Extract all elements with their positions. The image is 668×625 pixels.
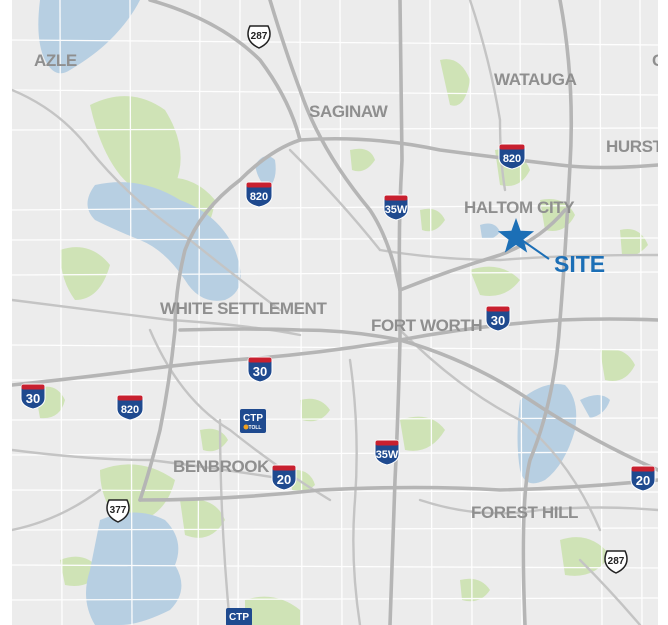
star-icon[interactable] bbox=[497, 218, 535, 253]
interstate-35w-north-label: 35W bbox=[385, 204, 408, 216]
interstate-35w-north-shield: 35W bbox=[383, 194, 409, 221]
interstate-20-central-shield: 20 bbox=[271, 464, 297, 491]
city-fort-worth: FORT WORTH bbox=[371, 316, 482, 335]
us-377-label: 377 bbox=[110, 505, 127, 516]
interstate-35w-south-label: 35W bbox=[376, 449, 399, 461]
interstate-30-east-shield: 30 bbox=[485, 305, 511, 332]
interstate-820-sw-label: 820 bbox=[121, 404, 139, 416]
us-287-southeast-shield: 287 bbox=[604, 550, 628, 574]
us-377-shield: 377 bbox=[106, 499, 130, 523]
interstate-820-ne-shield: 820 bbox=[498, 143, 526, 170]
ctp-toll-shield: CTP TOLL bbox=[240, 409, 266, 433]
city-saginaw: SAGINAW bbox=[309, 102, 389, 121]
city-forest-hill: FOREST HILL bbox=[471, 503, 578, 522]
city-watauga: WATAUGA bbox=[494, 70, 577, 89]
interstate-30-east-label: 30 bbox=[491, 313, 505, 328]
ctp-toll-label: TOLL bbox=[249, 425, 262, 431]
us-287-north-shield: 287 bbox=[247, 25, 271, 49]
interstate-820-nw-shield: 820 bbox=[245, 181, 273, 208]
city-benbrook: BENBROOK bbox=[173, 457, 270, 476]
city-haltom-city: HALTOM CITY bbox=[464, 198, 575, 217]
street-grid bbox=[12, 0, 658, 625]
interstate-20-east-shield: 20 bbox=[630, 465, 656, 492]
major-roads bbox=[12, 0, 658, 625]
ctp-shield-bottom: CTP bbox=[226, 608, 252, 625]
site-label: SITE bbox=[554, 251, 605, 277]
city-edge-c: C bbox=[652, 51, 664, 70]
interstate-30-west-shield: 30 bbox=[20, 383, 46, 410]
water-bodies bbox=[38, 0, 610, 625]
city-hurst: HURST bbox=[606, 137, 664, 156]
us-287-north-label: 287 bbox=[251, 31, 268, 42]
interstate-35w-south-shield: 35W bbox=[374, 439, 400, 466]
city-white-settlement: WHITE SETTLEMENT bbox=[160, 299, 327, 318]
interstate-30-central-shield: 30 bbox=[247, 356, 273, 383]
interstate-20-central-label: 20 bbox=[277, 472, 291, 487]
interstate-20-east-label: 20 bbox=[636, 473, 650, 488]
interstate-820-nw-label: 820 bbox=[250, 191, 268, 203]
city-azle: AZLE bbox=[34, 51, 77, 70]
interstate-820-sw-shield: 820 bbox=[116, 394, 144, 421]
interstate-820-ne-label: 820 bbox=[503, 153, 521, 165]
interstate-30-central-label: 30 bbox=[253, 364, 267, 379]
ctp-bottom-label: CTP bbox=[229, 612, 249, 623]
interstate-30-west-label: 30 bbox=[26, 391, 40, 406]
ctp-label: CTP bbox=[243, 413, 263, 424]
freeways bbox=[12, 0, 658, 625]
us-287-southeast-label: 287 bbox=[608, 556, 625, 567]
